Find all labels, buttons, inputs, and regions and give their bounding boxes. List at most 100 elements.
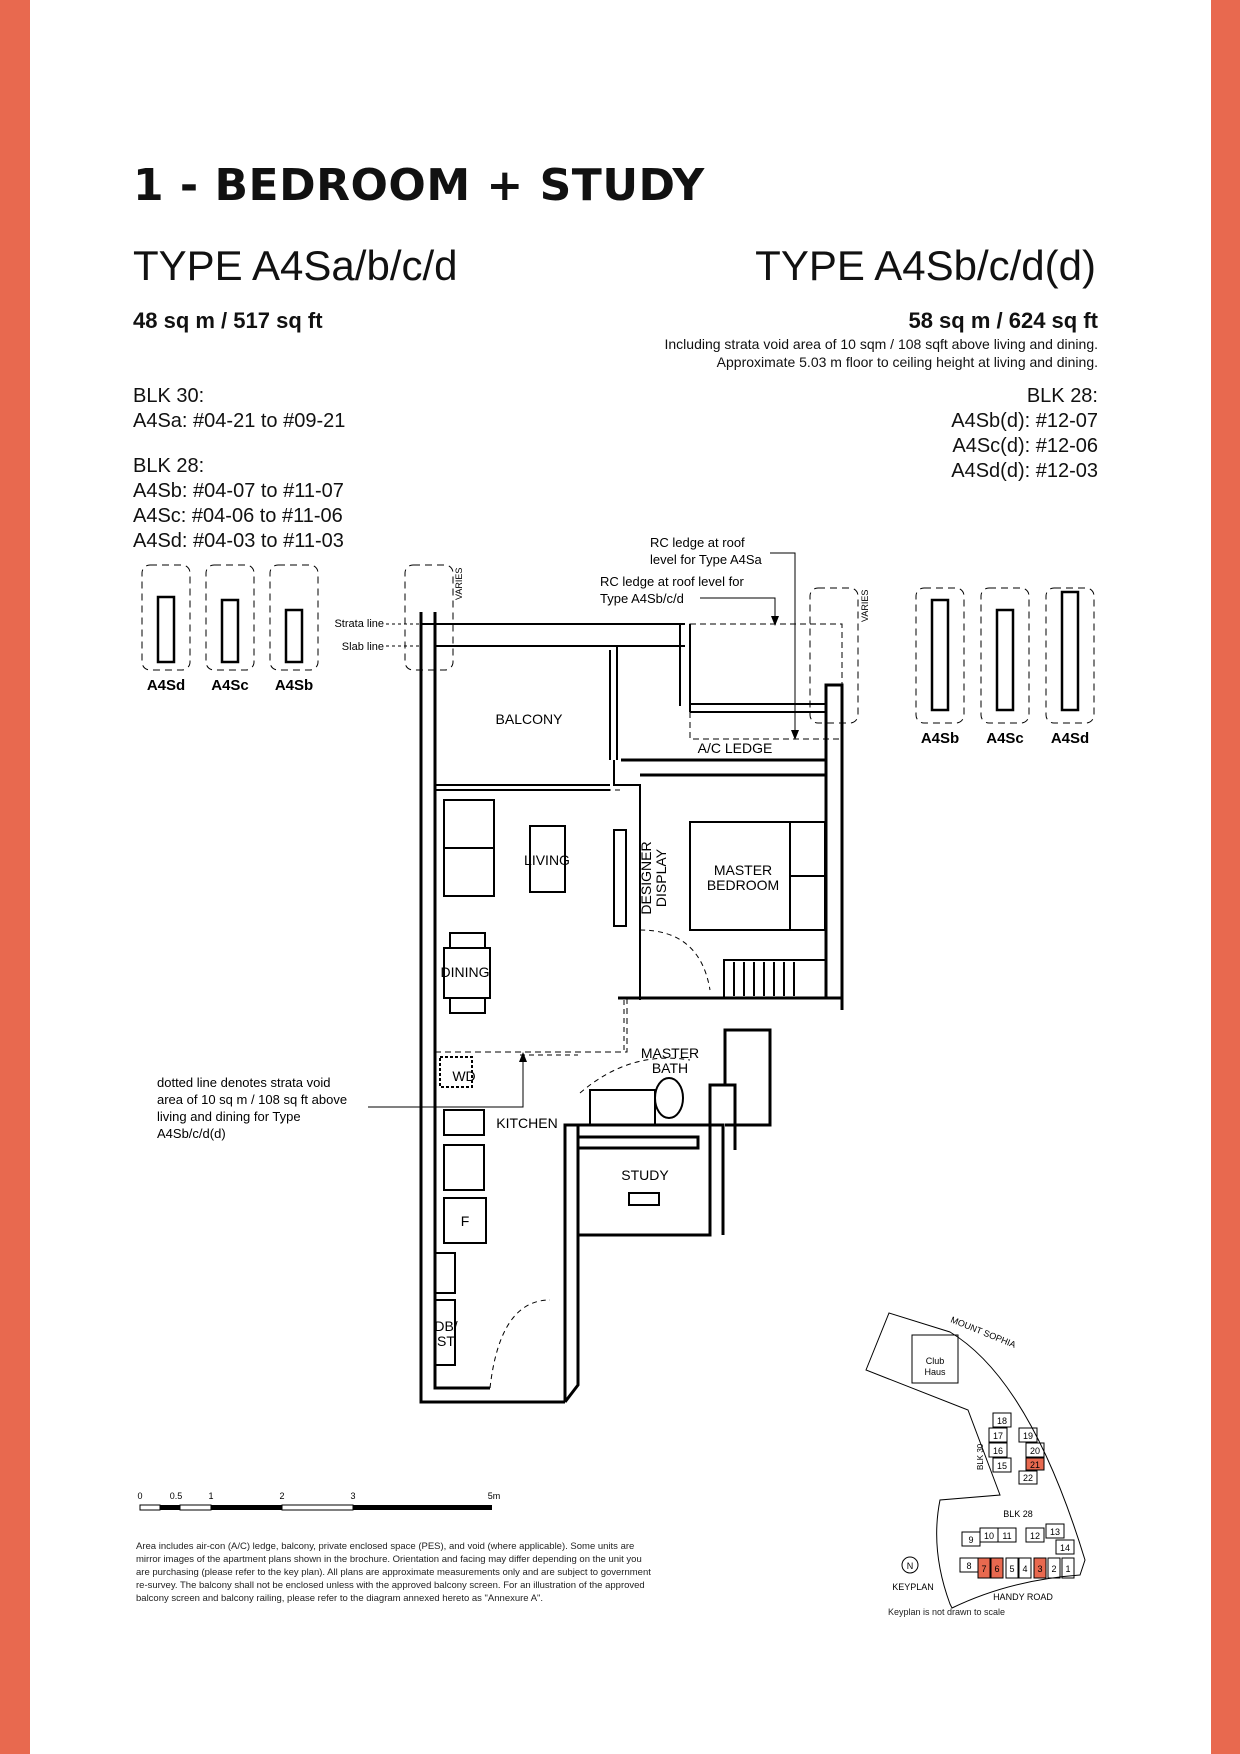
rc-ledge-a4sa-2: level for Type A4Sa <box>650 552 763 567</box>
balcony-outline <box>421 623 827 791</box>
slab-line-label: Slab line <box>342 641 384 653</box>
blk30-title: BLK 30: <box>133 385 205 407</box>
label-dining: DINING <box>441 964 490 980</box>
svg-text:5: 5 <box>1009 1564 1014 1574</box>
void-annotation-4: A4Sb/c/d(d) <box>157 1126 226 1141</box>
void-annotation-3: living and dining for Type <box>157 1109 301 1124</box>
scale-bar: 0 0.5 1 2 3 5m <box>137 1491 501 1511</box>
svg-text:7: 7 <box>981 1564 986 1574</box>
section-label-left-1: A4Sd <box>147 677 185 694</box>
keyplan-units: 18 17 19 16 20 21 15 22 10 11 12 13 9 <box>959 1412 1075 1579</box>
svg-text:10: 10 <box>984 1531 994 1541</box>
keyplan-club-2: Haus <box>924 1367 946 1377</box>
label-master-bath-2: BATH <box>652 1060 688 1076</box>
label-fridge: F <box>461 1213 470 1229</box>
void-annotation-2: area of 10 sq m / 108 sq ft above <box>157 1092 347 1107</box>
svg-text:8: 8 <box>966 1561 971 1571</box>
varies-label-right: VARIES <box>860 590 870 622</box>
blk28-unit-a4sdd: A4Sd(d): #12-03 <box>951 460 1098 482</box>
svg-text:12: 12 <box>1030 1531 1040 1541</box>
unit-list-right: BLK 28: A4Sb(d): #12-07 A4Sc(d): #12-06 … <box>951 384 1098 484</box>
keyplan-label: KEYPLAN <box>892 1582 934 1592</box>
keyplan-blk28: BLK 28 <box>1003 1509 1033 1519</box>
void-note-line-2: Approximate 5.03 m floor to ceiling heig… <box>716 354 1098 370</box>
svg-text:20: 20 <box>1030 1446 1040 1456</box>
svg-text:3: 3 <box>1037 1564 1042 1574</box>
section-label-right-1: A4Sb <box>921 730 959 747</box>
outer-walls <box>419 612 844 1404</box>
label-study: STUDY <box>621 1167 669 1183</box>
keyplan-note: Keyplan is not drawn to scale <box>888 1607 1006 1617</box>
svg-text:11: 11 <box>1002 1531 1011 1541</box>
disclaimer: Area includes air-con (A/C) ledge, balco… <box>136 1541 651 1604</box>
svg-text:22: 22 <box>1023 1473 1033 1483</box>
section-label-left-2: A4Sc <box>211 677 249 694</box>
label-ac-ledge: A/C LEDGE <box>698 740 773 756</box>
keyplan-club-1: Club <box>926 1356 945 1366</box>
room-labels: BALCONY A/C LEDGE LIVING DESIGNER DISPLA… <box>434 711 779 1349</box>
blk28-unit-a4sbd: A4Sb(d): #12-07 <box>951 410 1098 432</box>
varies-label-left: VARIES <box>454 568 464 600</box>
label-st: ST <box>437 1333 455 1349</box>
rc-ledge-a4sb-2: Type A4Sb/c/d <box>600 591 684 606</box>
blk28-unit-a4scd: A4Sc(d): #12-06 <box>952 435 1098 457</box>
section-label-right-3: A4Sd <box>1051 730 1089 747</box>
svg-text:15: 15 <box>997 1461 1007 1471</box>
strata-line-label: Strata line <box>334 618 384 630</box>
strata-void-line <box>435 998 628 1053</box>
label-living: LIVING <box>524 852 570 868</box>
void-note-line-1: Including strata void area of 10 sqm / 1… <box>664 336 1099 352</box>
svg-text:13: 13 <box>1050 1527 1060 1537</box>
type-title-right: TYPE A4Sb/c/d(d) <box>755 242 1096 289</box>
type-title-left: TYPE A4Sa/b/c/d <box>133 242 458 289</box>
area-left: 48 sq m / 517 sq ft <box>133 308 323 333</box>
svg-text:18: 18 <box>997 1416 1007 1426</box>
door-swings <box>489 929 711 1389</box>
blk28-unit-a4sb: A4Sb: #04-07 to #11-07 <box>133 480 344 502</box>
blk28-unit-a4sd: A4Sd: #04-03 to #11-03 <box>133 530 344 552</box>
keyplan-road-top: MOUNT SOPHIA <box>949 1315 1017 1350</box>
scale-tick-3: 3 <box>350 1491 355 1501</box>
label-balcony: BALCONY <box>496 711 564 727</box>
section-label-left-3: A4Sb <box>275 677 313 694</box>
svg-text:19: 19 <box>1023 1431 1033 1441</box>
varies-boxes <box>404 564 859 724</box>
svg-text:4: 4 <box>1022 1564 1027 1574</box>
left-border-band <box>0 0 30 1754</box>
svg-text:6: 6 <box>994 1564 999 1574</box>
label-db: DB/ <box>434 1318 457 1334</box>
label-display: DISPLAY <box>653 848 669 907</box>
void-note: Including strata void area of 10 sqm / 1… <box>665 335 1099 371</box>
unit-list-left: BLK 30: A4Sa: #04-21 to #09-21 BLK 28: A… <box>133 384 345 554</box>
svg-text:1: 1 <box>1065 1564 1070 1574</box>
label-wd: WD <box>452 1068 475 1084</box>
scale-tick-0: 0 <box>137 1491 142 1501</box>
label-master-bath-1: MASTER <box>641 1045 699 1061</box>
page-heading: 1 - BEDROOM + STUDY <box>133 160 705 211</box>
svg-text:2: 2 <box>1051 1564 1056 1574</box>
blk28-unit-a4sc: A4Sc: #04-06 to #11-06 <box>133 505 343 527</box>
interior-partitions <box>434 760 827 1366</box>
blk28-title-right: BLK 28: <box>1026 385 1098 407</box>
section-diagrams-left <box>141 564 319 671</box>
svg-text:14: 14 <box>1060 1543 1070 1553</box>
label-kitchen: KITCHEN <box>496 1115 557 1131</box>
scale-tick-05: 0.5 <box>170 1491 183 1501</box>
svg-text:9: 9 <box>968 1535 973 1545</box>
keyplan-blk30: BLK 30 <box>976 1443 985 1470</box>
label-master-bedroom-2: BEDROOM <box>707 877 779 893</box>
section-diagrams-right <box>915 587 1095 724</box>
label-designer: DESIGNER <box>638 841 654 914</box>
right-border-band <box>1211 0 1240 1754</box>
north-arrow-icon <box>901 1556 919 1574</box>
scale-tick-2: 2 <box>279 1491 284 1501</box>
blk28-title-left: BLK 28: <box>133 455 205 477</box>
keyplan-road-bottom: HANDY ROAD <box>993 1592 1053 1602</box>
scale-tick-5m: 5m <box>488 1491 501 1501</box>
section-label-right-2: A4Sc <box>986 730 1024 747</box>
blk30-unit: A4Sa: #04-21 to #09-21 <box>133 410 346 432</box>
keyplan-north: N <box>907 1561 914 1571</box>
label-master-bedroom-1: MASTER <box>714 862 772 878</box>
keyplan: MOUNT SOPHIA Club Haus BLK 30 BLK 28 HAN… <box>865 1312 1086 1609</box>
scale-tick-1: 1 <box>208 1491 213 1501</box>
